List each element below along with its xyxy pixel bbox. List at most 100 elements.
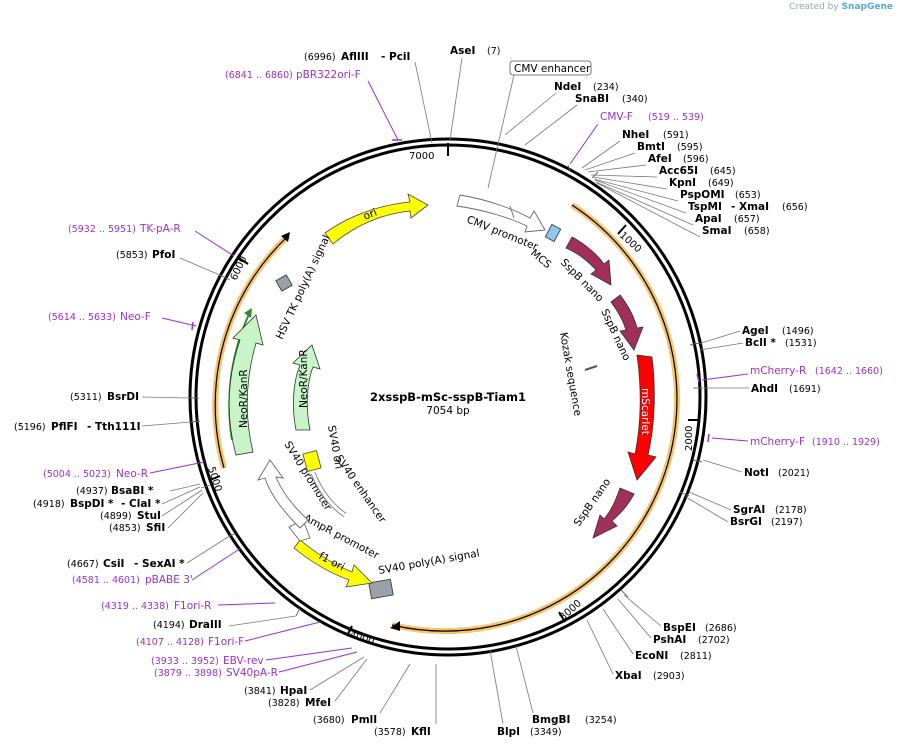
primer-neor-pos: (5004 .. 5023): [43, 469, 111, 480]
site-snabi-pos: (340): [622, 94, 648, 105]
primer-mcherryf-name: mCherry-F: [750, 436, 805, 448]
site-econi-name: EcoNI: [635, 650, 668, 662]
site-pmli-name: PmlI: [351, 714, 377, 726]
site-ndei-pos: (234): [593, 82, 619, 93]
tick-7000: 7000: [409, 151, 434, 162]
site-sgrai-pos: (2178): [775, 505, 807, 516]
site-ahdi-name: AhdI: [751, 383, 778, 395]
feature-sv40-enhancer-fill: [311, 472, 346, 517]
site-aflIII-extra: - PciI: [381, 51, 410, 63]
feature-sv40-ori-box[interactable]: [302, 450, 322, 472]
feature-mcs-box[interactable]: [544, 223, 562, 243]
site-bspdi-pos: (4918): [33, 499, 65, 510]
site-bsrgi-name: BsrGI: [730, 516, 762, 528]
primer-neof-name: Neo-F: [120, 311, 151, 323]
orf-arrowhead-main: [390, 621, 400, 631]
site-pflfi-pos: (5196): [14, 422, 46, 433]
feature-mscarlet[interactable]: mScarlet: [627, 354, 657, 481]
site-draiii-name: DraIII: [189, 619, 222, 631]
feature-sspb-nano-2[interactable]: SspB nano: [598, 294, 644, 363]
feature-neokanr-inner-label: NeoR/KanR: [298, 349, 310, 408]
site-stui-pos: (4899): [100, 511, 132, 522]
snapgene-logo: SnapGene: [841, 2, 893, 12]
site-agei-name: AgeI: [742, 325, 769, 337]
site-csii-extra: - SexAI *: [134, 558, 185, 570]
site-blpi-pos: (3349): [530, 727, 562, 738]
aflIII-leader: [414, 61, 433, 144]
site-bspdi-extra: - ClaI *: [121, 498, 161, 510]
snapgene-credit: Created by SnapGene: [789, 2, 893, 12]
orf-arrowhead-left: [281, 232, 290, 242]
site-pshai-pos: (2702): [698, 635, 730, 646]
feature-ori[interactable]: ori: [324, 193, 429, 245]
site-noti-pos: (2021): [778, 468, 810, 479]
cmv-enhancer-leader: [487, 74, 515, 189]
tick-marks: [209, 143, 699, 637]
primer-f1orif-pos: (4107 .. 4128): [136, 637, 204, 648]
site-blpi-name: BlpI: [497, 726, 520, 738]
site-pshai-name: PshAI: [653, 634, 686, 646]
orf-line-main: [391, 204, 678, 632]
feature-f1-ori[interactable]: f1 ori: [293, 539, 373, 588]
primer-ebvrev-name: EBV-rev: [223, 655, 264, 667]
site-pspomi-name: PspOMI: [680, 189, 725, 201]
primer-mcherryr-pos: (1642 .. 1660): [815, 366, 883, 377]
primer-neof-pos: (5614 .. 5633): [48, 312, 116, 323]
site-bspei-pos: (2686): [705, 623, 737, 634]
site-bmgbi-pos: (3254): [585, 715, 617, 726]
site-econi-pos: (2811): [680, 651, 712, 662]
site-hpai-name: HpaI: [280, 685, 307, 697]
site-sgrai-name: SgrAI: [733, 504, 765, 516]
feature-neokanr-outer-label: NeoR/KanR: [238, 369, 250, 428]
neor-orf-arrowhead: [244, 308, 252, 318]
primer-mcherryr-name: mCherry-R: [750, 365, 806, 377]
primer-pbr322-name: pBR322ori-F: [296, 69, 361, 81]
site-sfii-pos: (4853): [109, 523, 141, 534]
site-draiii-pos: (4194): [153, 620, 185, 631]
feature-sspb-nano-3[interactable]: SspB nano: [572, 476, 635, 539]
feature-mcs-label: MCS: [528, 247, 554, 271]
feature-mscarlet-label: mScarlet: [639, 388, 651, 435]
site-ticks: [190, 164, 703, 617]
site-afei-pos: (596): [683, 154, 709, 165]
site-mfei-pos: (3828): [268, 698, 300, 709]
primer-sv40par-pos: (3879 .. 3898): [154, 668, 222, 679]
primer-f1orir-pos: (4319 .. 4338): [101, 601, 169, 612]
site-ndei-name: NdeI: [554, 81, 581, 93]
feature-hsv-tk-box[interactable]: [275, 274, 293, 292]
primer-mcherryf-pos: (1910 .. 1929): [812, 437, 880, 448]
site-bsrgi-pos: (2197): [771, 517, 803, 528]
asei-leader: [449, 57, 463, 141]
site-bsabi-pos: (4937): [76, 486, 108, 497]
primer-sv40par-name: SV40pA-R: [226, 667, 278, 679]
site-kfli-name: KflI: [411, 726, 431, 738]
site-xbai-name: XbaI: [615, 670, 642, 682]
feature-ori-label: ori: [362, 207, 379, 223]
site-bmti-pos: (595): [677, 142, 703, 153]
feature-sv40-promoter[interactable]: SV40 promoter: [257, 439, 334, 529]
site-pflfi-extra: - Tth111I: [87, 421, 141, 433]
site-hpai-pos: (3841): [244, 686, 276, 697]
site-stui-name: StuI: [137, 510, 161, 522]
site-bsrdi-pos: (5311): [70, 392, 102, 403]
feature-sspb-nano-1[interactable]: SspB nano: [558, 236, 612, 304]
orf-line-left: [214, 235, 289, 469]
site-asei-name: AseI: [450, 45, 475, 57]
feature-sv40-polya-box[interactable]: [368, 578, 394, 600]
feature-neokanr-outer[interactable]: NeoR/KanR: [228, 314, 264, 456]
primer-f1orir-name: F1ori-R: [174, 600, 211, 612]
site-bsrdi-name: BsrDI: [107, 391, 139, 403]
site-bmti-name: BmtI: [637, 141, 665, 153]
primer-cmvf-name: CMV-F: [600, 111, 633, 123]
feature-cmv-promoter[interactable]: CMV promoter: [456, 194, 546, 253]
site-apai-pos: (657): [734, 214, 760, 225]
site-acc65i-pos: (645): [710, 166, 736, 177]
site-tspmi-pos: (656): [782, 202, 808, 213]
site-pfoi-pos: (5853): [116, 250, 148, 261]
site-asei-pos: (7): [487, 46, 500, 57]
feature-neokanr-inner[interactable]: NeoR/KanR: [292, 344, 321, 431]
site-aflIII-pos: (6996): [304, 52, 336, 63]
site-sfii-name: SfiI: [146, 522, 165, 534]
site-csii-pos: (4667): [67, 559, 99, 570]
